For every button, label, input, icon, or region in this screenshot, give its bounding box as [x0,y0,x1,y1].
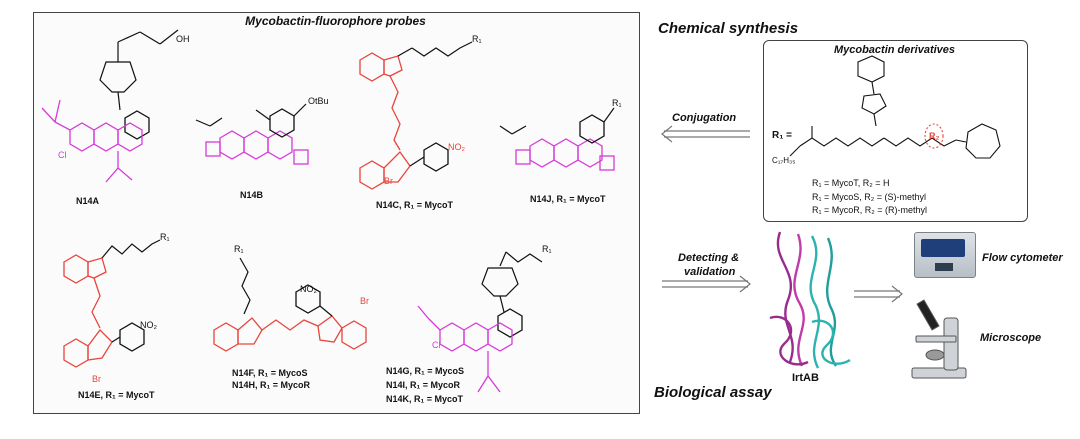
caption-n14e: N14E, R₁ = MycoT [78,390,155,400]
chemical-synthesis-label: Chemical synthesis [658,20,799,37]
mycobactin-panel-title: Mycobactin derivatives [833,44,956,56]
irtab-label: IrtAB [792,372,819,384]
fragment-no2-n14f: NO₂ [300,284,317,294]
biological-assay-label: Biological assay [654,384,772,401]
validation-label: validation [684,266,736,278]
caption-n14a: N14A [76,196,100,206]
mycobactin-panel [763,40,1028,222]
fragment-r1-n14e: R₁ [160,232,170,242]
fragment-oh: OH [176,34,190,44]
caption-n14j: N14J, R₁ = MycoT [530,194,606,204]
fragment-r1-n14j: R₁ [612,98,622,108]
molecule-n14j [499,107,615,171]
flow-cytometer-icon [914,232,976,278]
caption-n14f: N14F, R₁ = MycoS [232,368,308,378]
fragment-r1-n14f: R₁ [234,244,244,254]
microscope-label: Microscope [980,332,1042,344]
probes-panel-title: Mycobactin-fluorophore probes [245,14,426,28]
fragment-no2-n14e: NO₂ [140,320,157,330]
fragment-cl-n14g: Cl [432,340,441,350]
fragment-no2-n14c: NO₂ [448,142,465,152]
molecule-n14e [63,239,161,368]
r2-label: R₂ [929,131,940,141]
fragment-br-n14c: Br [384,176,393,186]
detecting-label: Detecting & [678,252,740,264]
caption-n14i: N14I, R₁ = MycoR [386,380,460,390]
r1-equals: R₁ = [772,130,792,141]
molecule-n14f-n14h [213,257,367,352]
caption-n14b: N14B [240,190,264,200]
caption-n14h: N14H, R₁ = MycoR [232,380,310,390]
molecule-n14b [195,103,309,165]
caption-n14g: N14G, R₁ = MycoS [386,366,464,376]
legend-line-1: R₁ = MycoT, R₂ = H [812,178,890,188]
fragment-obu: OtBu [308,96,329,106]
fragment-cl-n14a: Cl [58,150,67,160]
fragment-r1-n14g: R₁ [542,244,552,254]
caption-n14k: N14K, R₁ = MycoT [386,394,463,404]
conjugation-label: Conjugation [672,112,737,124]
fragment-br-n14e: Br [92,374,101,384]
chain-label: C₁₇H₃₅ [772,156,796,165]
caption-n14c: N14C, R₁ = MycoT [376,200,453,210]
molecule-n14a [41,29,179,183]
molecule-n14c [359,41,473,190]
legend-line-3: R₁ = MycoR, R₂ = (R)-methyl [812,205,928,215]
legend-line-2: R₁ = MycoS, R₂ = (S)-methyl [812,192,927,202]
molecule-n14g-n14i-n14k [417,251,543,393]
fragment-r1-n14c: R₁ [472,34,482,44]
fragment-br-n14f: Br [360,296,369,306]
probes-panel [33,12,640,414]
flow-cytometer-label: Flow cytometer [982,252,1063,264]
